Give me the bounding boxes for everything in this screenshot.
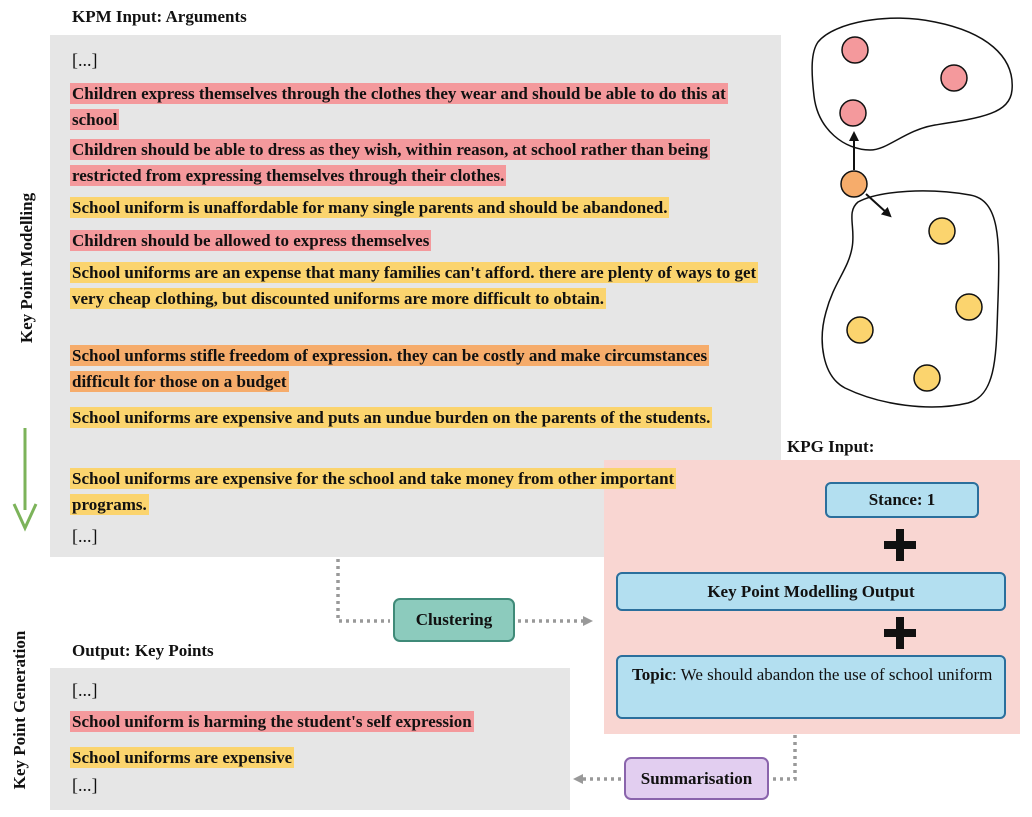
arrow-to-clustering [336,559,390,623]
cluster-point-yellow-2 [955,293,983,321]
argument-text-7: School uniforms are expensive and puts a… [70,407,713,428]
argument-text-3: School uniform is unaffordable for many … [70,197,670,218]
key-point-item-2: School uniforms are expensive [70,745,550,771]
argument-item-2: Children should be able to dress as they… [70,137,780,189]
argument-item-4: Children should be allowed to express th… [70,228,770,254]
argument-item-3: School uniform is unaffordable for many … [70,195,790,221]
argument-text-4: Children should be allowed to express th… [70,230,432,251]
cluster-illustration [811,17,1013,408]
cluster-point-red-1 [841,36,869,64]
kpg-input-heading: KPG Input: [787,437,875,456]
cluster-point-red-2 [940,64,968,92]
lower-cluster-blob [821,190,1000,408]
arguments-ellipsis-bottom: [...] [72,526,98,546]
output-heading: Output: Key Points [72,641,214,660]
kpm-input-heading: KPM Input: Arguments [72,7,247,26]
cluster-point-yellow-3 [846,316,874,344]
argument-item-5: School uniforms are an expense that many… [70,260,765,312]
argument-item-8: School uniforms are expensive for the sc… [70,466,710,518]
arrow-to-summarisation [772,735,797,781]
plus-icon-1 [884,529,916,561]
key-point-text-2: School uniforms are expensive [70,747,295,768]
key-points-panel [50,668,570,810]
down-arrow-icon [12,428,38,532]
argument-item-7: School uniforms are expensive and puts a… [70,405,760,431]
argument-item-6: School unforms stifle freedom of express… [70,343,710,395]
stance-box: Stance: 1 [825,482,979,518]
key-points-ellipsis-bottom: [...] [72,775,98,795]
argument-item-1: Children express themselves through the … [70,81,770,133]
key-point-text-1: School uniform is harming the student's … [70,711,474,732]
cluster-point-yellow-1 [928,217,956,245]
summarisation-step: Summarisation [624,757,769,800]
arguments-ellipsis-top: [...] [72,50,98,70]
key-points-ellipsis-top: [...] [72,680,98,700]
topic-text: : We should abandon the use of school un… [672,665,993,684]
topic-box: Topic: We should abandon the use of scho… [616,655,1006,719]
cluster-point-yellow-4 [913,364,941,392]
plus-icon-2 [884,617,916,649]
topic-label: Topic [632,665,673,684]
cluster-point-orange [840,170,868,198]
clustering-step: Clustering [393,598,515,642]
key-point-item-1: School uniform is harming the student's … [70,709,550,735]
arrow-to-lower-cluster [865,193,892,218]
cluster-point-red-3 [839,99,867,127]
modelling-output-box: Key Point Modelling Output [616,572,1006,611]
upper-cluster-blob [811,17,1013,151]
